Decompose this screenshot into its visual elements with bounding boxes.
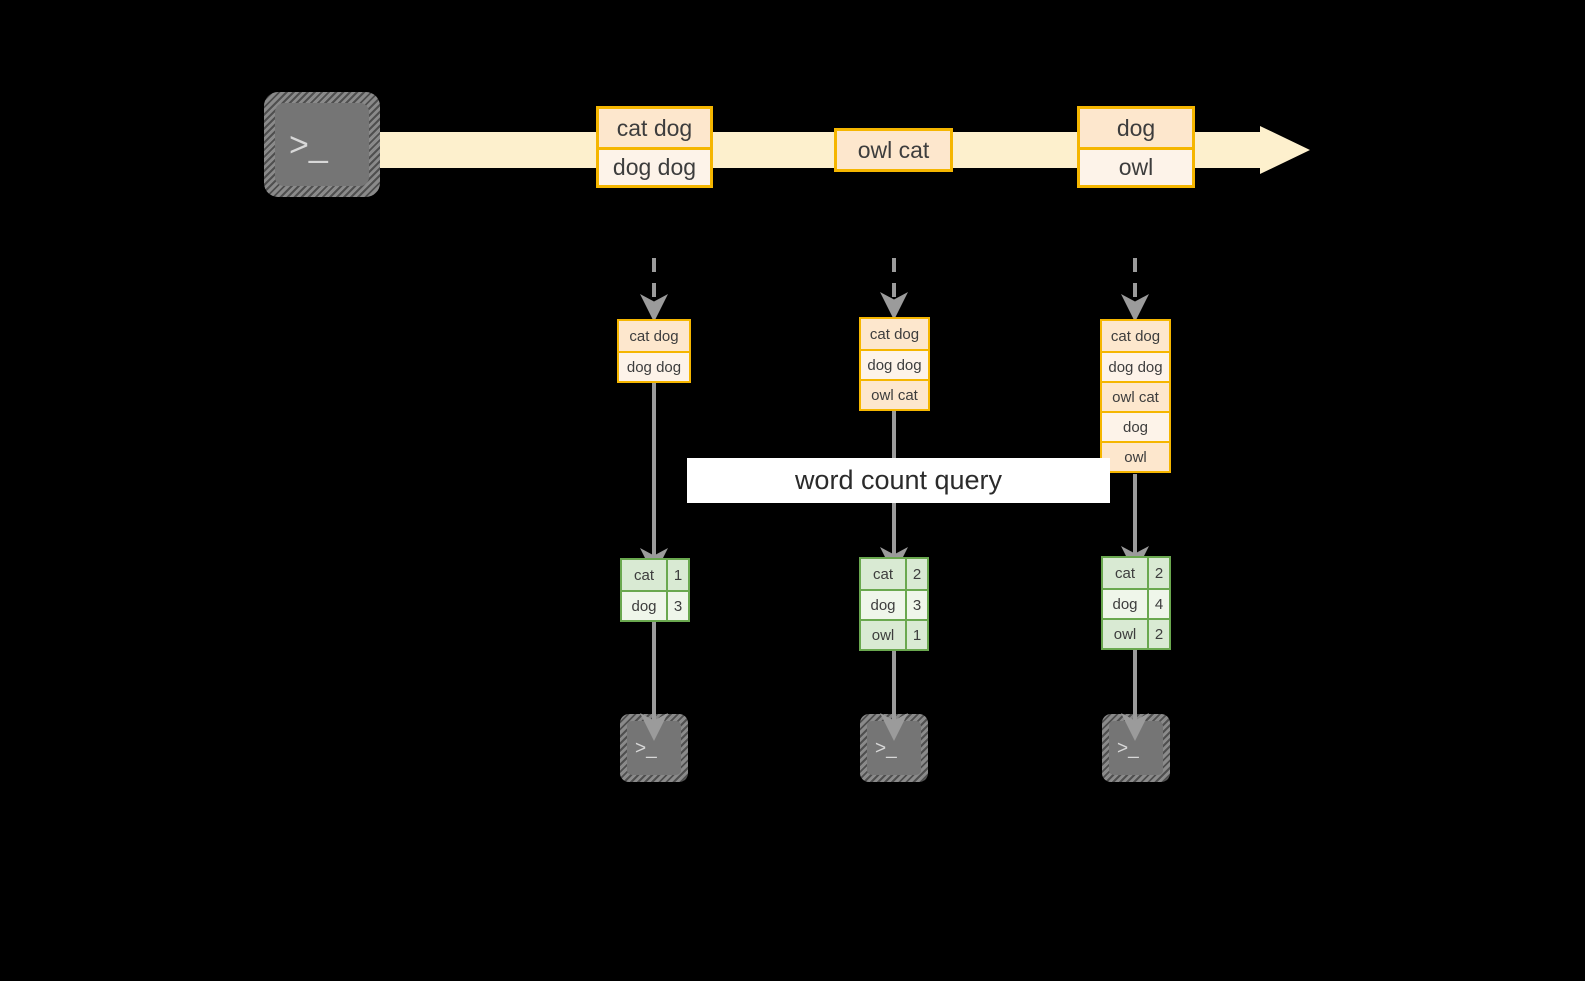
- result-count: 3: [905, 591, 927, 619]
- result-word: dog: [1112, 595, 1138, 613]
- terminal-prompt-label: >_: [1117, 737, 1139, 759]
- state-line: owl: [1102, 441, 1169, 471]
- table-row: dog 4: [1103, 588, 1169, 618]
- result-count: 1: [905, 621, 927, 649]
- result-count: 2: [905, 559, 927, 589]
- result-table-2: cat 2 dog 3 owl 1: [859, 557, 929, 651]
- event-line: dog dog: [599, 147, 710, 185]
- result-word: dog: [870, 596, 896, 614]
- table-row: cat 2: [861, 559, 927, 589]
- event-line: dog: [1116, 114, 1156, 141]
- timeline-event-1: cat dog dog dog: [596, 106, 713, 188]
- state-line: cat dog: [869, 325, 920, 343]
- state-box-2: cat dog dog dog owl cat: [859, 317, 930, 411]
- state-line: dog dog: [861, 349, 928, 379]
- table-row: dog 3: [622, 590, 688, 620]
- state-line: owl cat: [1102, 381, 1169, 411]
- table-row: owl 1: [861, 619, 927, 649]
- sink-terminal-icon-1: >_: [620, 714, 688, 782]
- result-table-1: cat 1 dog 3: [620, 558, 690, 622]
- table-row: dog 3: [861, 589, 927, 619]
- table-row: owl 2: [1103, 618, 1169, 648]
- terminal-prompt-label: >_: [289, 125, 328, 164]
- state-line: cat dog: [629, 327, 679, 345]
- source-terminal-icon: >_: [264, 92, 380, 197]
- terminal-screen: >_: [867, 721, 921, 775]
- result-word: cat: [633, 566, 654, 584]
- terminal-screen: >_: [1109, 721, 1163, 775]
- sink-terminal-icon-2: >_: [860, 714, 928, 782]
- terminal-screen: >_: [627, 721, 681, 775]
- result-word: owl: [871, 626, 895, 644]
- result-word: cat: [1114, 564, 1135, 582]
- result-word: cat: [872, 565, 893, 583]
- terminal-prompt-label: >_: [635, 737, 657, 759]
- state-line: cat dog: [1110, 327, 1161, 345]
- result-word: dog: [631, 597, 657, 615]
- state-line: dog: [1102, 411, 1169, 441]
- state-line: owl cat: [861, 379, 928, 409]
- timeline-event-3: dog owl: [1077, 106, 1195, 188]
- terminal-prompt-label: >_: [875, 737, 897, 759]
- result-count: 3: [666, 592, 688, 620]
- table-row: cat 1: [622, 560, 688, 590]
- timeline-event-2: owl cat: [834, 128, 953, 172]
- query-banner-label: word count query: [794, 465, 1003, 495]
- state-line: dog dog: [619, 351, 689, 381]
- query-banner: word count query: [687, 458, 1110, 503]
- result-count: 4: [1147, 590, 1169, 618]
- state-box-3: cat dog dog dog owl cat dog owl: [1100, 319, 1171, 473]
- result-count: 2: [1147, 558, 1169, 588]
- event-line: cat dog: [616, 114, 693, 141]
- event-line: owl: [1080, 147, 1192, 185]
- sink-terminal-icon-3: >_: [1102, 714, 1170, 782]
- result-table-3: cat 2 dog 4 owl 2: [1101, 556, 1171, 650]
- result-count: 1: [666, 560, 688, 590]
- terminal-screen: >_: [275, 103, 369, 186]
- result-count: 2: [1147, 620, 1169, 648]
- result-word: owl: [1113, 625, 1137, 643]
- state-box-1: cat dog dog dog: [617, 319, 691, 383]
- table-row: cat 2: [1103, 558, 1169, 588]
- state-line: dog dog: [1102, 351, 1169, 381]
- event-line: owl cat: [857, 136, 930, 163]
